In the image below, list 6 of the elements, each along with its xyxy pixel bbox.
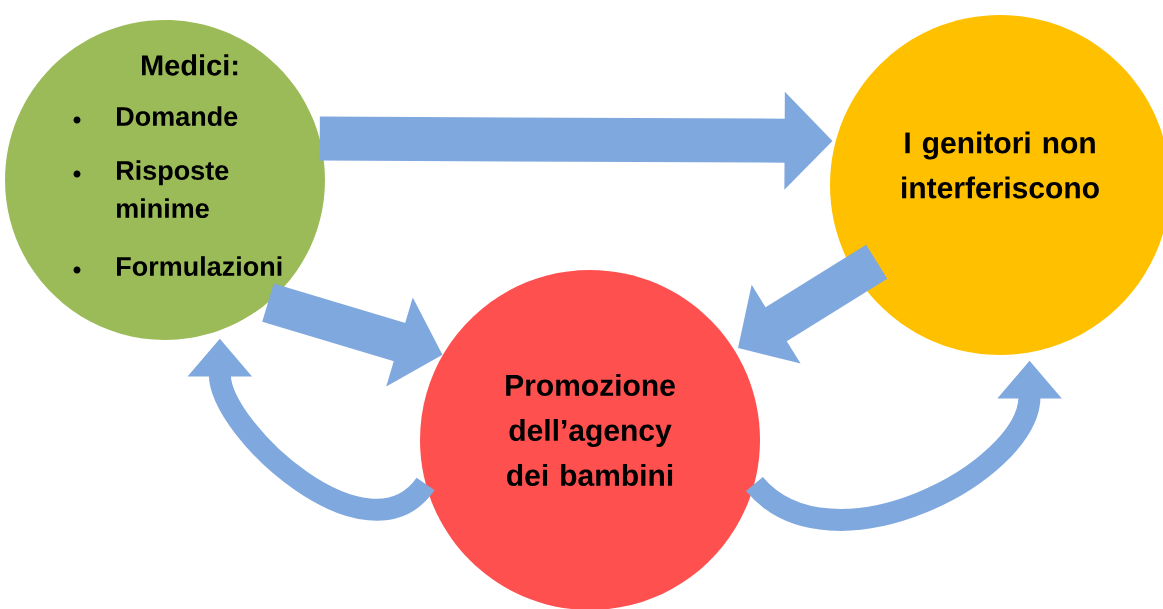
list-item: Formulazioni <box>117 256 282 276</box>
list-item: Risposte minime <box>117 160 229 218</box>
list-item: Domande <box>117 106 238 127</box>
heading: Medici: <box>142 54 238 76</box>
node-text: I genitori non interferiscono <box>902 131 1099 199</box>
node-text: Promozione dell’agency dei bambini <box>506 374 675 486</box>
